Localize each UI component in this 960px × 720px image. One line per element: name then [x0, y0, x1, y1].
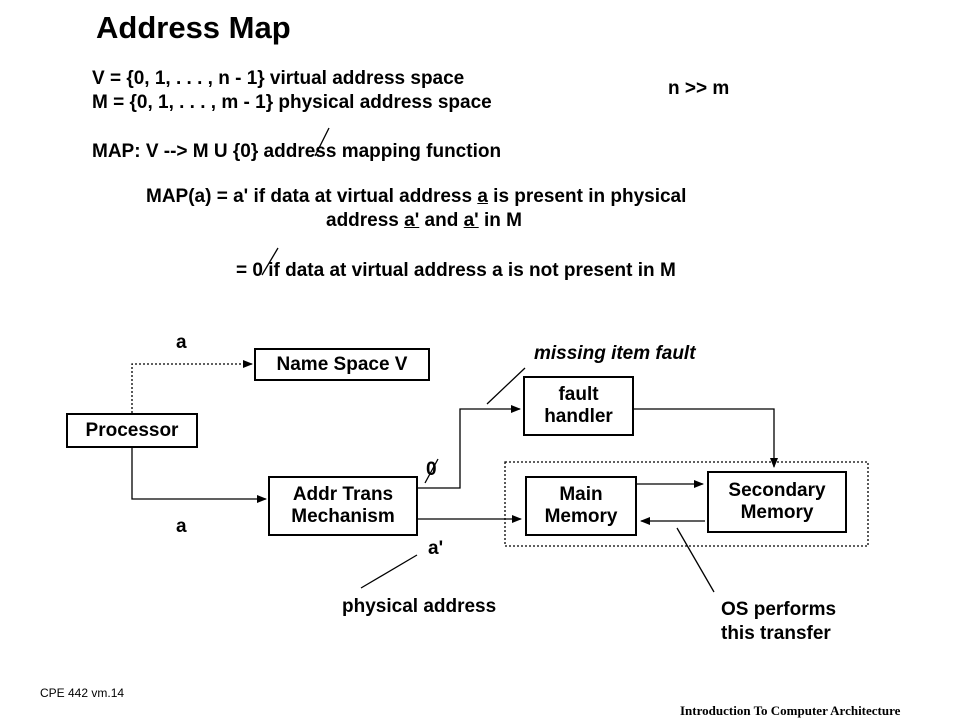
phi-slash-map [314, 127, 330, 157]
map-present-case: MAP(a) = a' if data at virtual address a… [146, 186, 686, 208]
os-performs-label-1: OS performs [721, 599, 837, 620]
physical-address-pointer [360, 554, 418, 589]
secondary-memory-line2: Memory [740, 502, 814, 523]
processor-label: Processor [85, 419, 179, 441]
footer-course: CPE 442 vm.14 [40, 686, 125, 700]
phi-slash-diagram-zero [424, 458, 439, 484]
virtual-space-definition: V = {0, 1, . . . , n - 1} virtual addres… [92, 68, 465, 89]
phi-slash-zero [261, 247, 279, 276]
os-transfer-pointer [676, 527, 715, 593]
secondary-memory-line1: Secondary [728, 480, 826, 502]
address-mid: and [419, 210, 464, 231]
fault-to-secondary-arrow [634, 408, 778, 468]
label-zero: 0 [426, 459, 437, 480]
physical-address-label: physical address [342, 596, 497, 617]
n-much-greater-m: n >> m [668, 78, 730, 99]
map-function-definition: MAP: V --> M U {0} address mapping funct… [92, 141, 502, 162]
processor-to-namespace-arrow [131, 360, 253, 413]
slide-title: Address Map [96, 10, 291, 45]
name-space-box: Name Space V [254, 348, 430, 381]
addr-trans-line2: Mechanism [291, 506, 395, 527]
fault-handler-line1: fault [558, 384, 599, 406]
address-prefix: address [326, 210, 405, 231]
processor-box: Processor [66, 413, 198, 448]
processor-to-addrtrans-arrow [131, 448, 267, 503]
main-memory-box: Main Memory [525, 476, 637, 536]
missing-fault-pointer [486, 367, 526, 405]
addr-trans-line1: Addr Trans [292, 484, 394, 506]
addr-trans-box: Addr Trans Mechanism [268, 476, 418, 536]
fault-handler-line2: handler [544, 406, 613, 427]
map-absent-case: = 0 if data at virtual address a is not … [236, 260, 676, 281]
label-a-prime: a' [428, 538, 444, 559]
os-performs-label-2: this transfer [721, 623, 831, 644]
memory-hierarchy-dashed-box [504, 461, 869, 547]
label-a-bottom: a [176, 516, 187, 537]
map-present-suffix: is present in physical [487, 186, 687, 207]
main-memory-line1: Main [559, 484, 603, 506]
address-suffix: in M [478, 210, 522, 231]
map-present-address-line: address a' and a' in M [326, 210, 522, 232]
map-present-prefix: MAP(a) = a' if data at virtual address [146, 186, 478, 207]
label-a-top: a [176, 332, 187, 353]
physical-space-definition: M = {0, 1, . . . , m - 1} physical addre… [92, 92, 492, 113]
fault-handler-box: fault handler [523, 376, 634, 436]
secondary-memory-box: Secondary Memory [707, 471, 847, 533]
name-space-label: Name Space V [276, 353, 408, 375]
main-memory-line2: Memory [544, 506, 618, 527]
address-a-prime-1: a' [404, 210, 420, 231]
addrtrans-to-fault-arrow [418, 405, 521, 489]
missing-item-fault-label: missing item fault [534, 343, 696, 364]
map-present-var: a [477, 186, 488, 207]
footer-subject: Introduction To Computer Architecture [680, 703, 901, 718]
address-a-prime-2: a' [463, 210, 479, 231]
